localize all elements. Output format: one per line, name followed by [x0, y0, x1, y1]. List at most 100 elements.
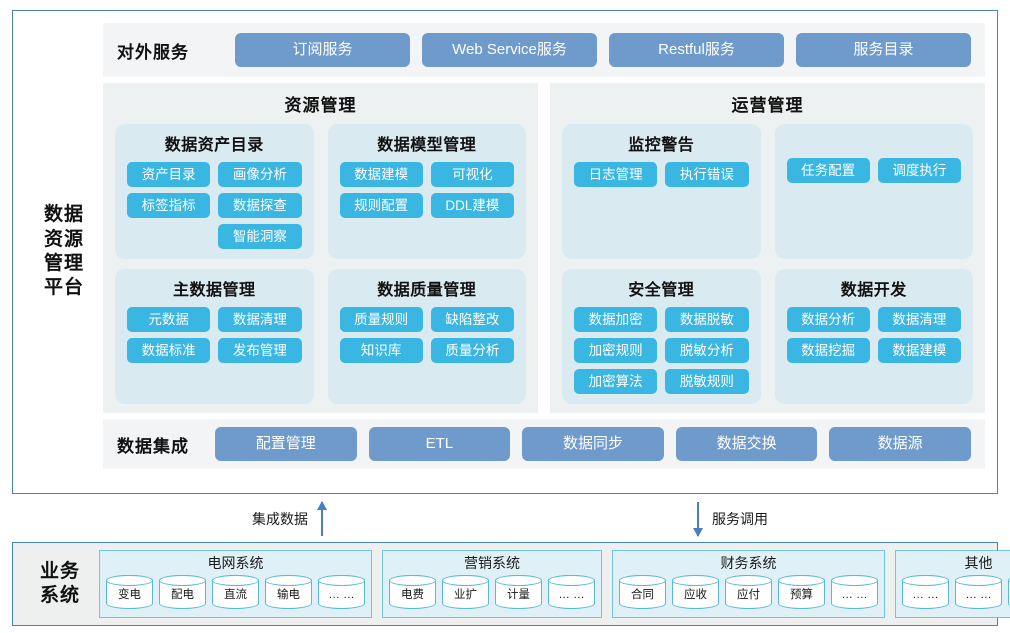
arrow-label: 服务调用	[712, 511, 768, 527]
database-icon[interactable]: 电费	[389, 575, 436, 609]
panel-tag[interactable]: 脱敏规则	[665, 369, 749, 394]
database-icon[interactable]: … …	[548, 575, 595, 609]
business-side-label-line: 业务	[39, 561, 80, 583]
database-icon[interactable]: 变电	[106, 575, 153, 609]
external-service-button[interactable]: 服务目录	[796, 33, 971, 67]
database-icon[interactable]: 配电	[159, 575, 206, 609]
business-system-title: 财务系统	[720, 555, 777, 571]
panel-tag[interactable]: 画像分析	[218, 162, 302, 187]
database-label: … …	[841, 588, 868, 601]
panel-tag[interactable]: 数据清理	[877, 307, 961, 332]
panel-tag[interactable]: 可视化	[430, 162, 514, 187]
panel-tag[interactable]: 缺陷整改	[430, 307, 514, 332]
panel-tag[interactable]: 执行错误	[665, 162, 749, 187]
management-column-title: 资源管理	[284, 96, 357, 115]
database-icon[interactable]: … …	[831, 575, 878, 609]
database-icon[interactable]: … …	[318, 575, 365, 609]
business-system-other[interactable]: 其他 … … … … … …	[895, 550, 1010, 618]
panel-tag[interactable]: 任务配置	[786, 158, 870, 183]
database-icon[interactable]: 计量	[495, 575, 542, 609]
panel-title: 监控警告	[628, 137, 695, 154]
data-integration-button[interactable]: 配置管理	[215, 427, 357, 461]
database-label: 输电	[277, 588, 300, 601]
database-label: 应付	[737, 588, 760, 601]
database-label: 直流	[224, 588, 247, 601]
database-icon[interactable]: 直流	[212, 575, 259, 609]
panel-tag-grid: 数据加密 数据脱敏 加密规则 脱敏分析 加密算法 脱敏规则	[574, 307, 749, 394]
external-service-button[interactable]: Web Service服务	[422, 33, 597, 67]
data-integration-button[interactable]: 数据交换	[675, 427, 818, 461]
business-system-title: 其他	[964, 555, 993, 571]
data-integration-button[interactable]: 数据同步	[522, 427, 664, 461]
panel-tag[interactable]: 数据建模	[877, 338, 961, 363]
panel-tag[interactable]: 脱敏分析	[665, 338, 749, 363]
management-column-operation: 运营管理 监控警告 日志管理 执行错误 任务配置 调度执行	[550, 83, 985, 413]
panel-data-development[interactable]: 数据开发 数据分析 数据清理 数据挖掘 数据建模	[774, 269, 973, 404]
database-icon[interactable]: 应付	[725, 575, 772, 609]
external-service-button[interactable]: Restful服务	[609, 33, 784, 67]
panel-tag[interactable]: DDL建模	[430, 193, 514, 218]
management-area: 资源管理 数据资产目录 资产目录 画像分析 标签指标 数据探查 智能洞察	[103, 83, 985, 413]
panel-tag[interactable]: 加密算法	[574, 369, 658, 394]
panel-tag[interactable]: 质量分析	[430, 338, 514, 363]
database-label: 配电	[171, 588, 194, 601]
database-icon[interactable]: 合同	[619, 575, 666, 609]
panel-tag[interactable]: 加密规则	[574, 338, 658, 363]
database-label: 合同	[631, 588, 654, 601]
panel-tag[interactable]: 数据清理	[218, 307, 302, 332]
platform-side-label-line: 数据	[43, 204, 84, 226]
panel-tag[interactable]: 知识库	[339, 338, 423, 363]
panel-master-data-management[interactable]: 主数据管理 元数据 数据清理 数据标准 发布管理	[115, 269, 314, 404]
panel-tag[interactable]: 规则配置	[339, 193, 423, 218]
panel-data-model-management[interactable]: 数据模型管理 数据建模 可视化 规则配置 DDL建模	[327, 124, 526, 259]
panel-title: 安全管理	[628, 282, 695, 299]
panel-monitoring-alert[interactable]: 监控警告 日志管理 执行错误	[562, 124, 761, 259]
external-service-button[interactable]: 订阅服务	[235, 33, 410, 67]
business-side-label: 业务 系统	[21, 560, 99, 608]
panel-tag[interactable]: 标签指标	[127, 193, 211, 218]
external-services-row: 对外服务 订阅服务 Web Service服务 Restful服务 服务目录	[103, 23, 985, 77]
management-column-title: 运营管理	[731, 96, 804, 115]
panel-tag[interactable]: 调度执行	[877, 158, 961, 183]
panel-title: 数据开发	[840, 282, 907, 299]
panel-tag[interactable]: 质量规则	[339, 307, 423, 332]
panel-tag[interactable]: 数据探查	[218, 193, 302, 218]
data-integration-button[interactable]: 数据源	[829, 427, 971, 461]
business-system-finance[interactable]: 财务系统 合同 应收 应付 预算 … …	[612, 550, 885, 618]
management-column-resource: 资源管理 数据资产目录 资产目录 画像分析 标签指标 数据探查 智能洞察	[103, 83, 538, 413]
data-resource-platform-frame: 数据 资源 管理 平台 对外服务 订阅服务 Web Service服务 Rest…	[12, 10, 998, 494]
panel-task-scheduling[interactable]: 任务配置 调度执行	[774, 124, 973, 259]
data-integration-button[interactable]: ETL	[368, 427, 511, 461]
panel-tag[interactable]: 数据脱敏	[665, 307, 749, 332]
panel-tag[interactable]: 数据标准	[127, 338, 211, 363]
panel-tag-grid: 质量规则 缺陷整改 知识库 质量分析	[339, 307, 514, 363]
panel-tag[interactable]: 数据建模	[339, 162, 423, 187]
panel-data-quality-management[interactable]: 数据质量管理 质量规则 缺陷整改 知识库 质量分析	[327, 269, 526, 404]
panel-tag[interactable]: 数据挖掘	[786, 338, 870, 363]
panel-tag[interactable]: 日志管理	[574, 162, 658, 187]
database-icon[interactable]: 应收	[672, 575, 719, 609]
panel-tag[interactable]: 数据分析	[786, 307, 870, 332]
panel-title: 主数据管理	[172, 282, 256, 299]
platform-side-label-line: 资源	[43, 228, 84, 250]
panel-tag[interactable]: 数据加密	[574, 307, 658, 332]
data-integration-title: 数据集成	[117, 436, 189, 456]
database-icon[interactable]: 业扩	[442, 575, 489, 609]
database-row: 合同 应收 应付 预算 … …	[619, 575, 878, 609]
business-system-grid[interactable]: 电网系统 变电 配电 直流 输电 … …	[99, 550, 372, 618]
database-icon[interactable]: … …	[955, 575, 1002, 609]
management-panel-grid: 数据资产目录 资产目录 画像分析 标签指标 数据探查 智能洞察 数据模型管理 数…	[115, 124, 526, 404]
database-icon[interactable]: 预算	[778, 575, 825, 609]
panel-tag-grid: 元数据 数据清理 数据标准 发布管理	[127, 307, 302, 363]
panel-security-management[interactable]: 安全管理 数据加密 数据脱敏 加密规则 脱敏分析 加密算法 脱敏规则	[562, 269, 761, 404]
panel-tag[interactable]: 元数据	[127, 307, 211, 332]
panel-data-asset-catalog[interactable]: 数据资产目录 资产目录 画像分析 标签指标 数据探查 智能洞察	[115, 124, 314, 259]
database-icon[interactable]: … …	[902, 575, 949, 609]
panel-tag[interactable]: 资产目录	[127, 162, 211, 187]
panel-tag-grid: 数据建模 可视化 规则配置 DDL建模	[339, 162, 514, 218]
database-icon[interactable]: 输电	[265, 575, 312, 609]
business-system-marketing[interactable]: 营销系统 电费 业扩 计量 … …	[382, 550, 602, 618]
panel-tag[interactable]: 智能洞察	[218, 224, 302, 249]
panel-tag[interactable]: 发布管理	[218, 338, 302, 363]
panel-tag-grid: 数据分析 数据清理 数据挖掘 数据建模	[786, 307, 961, 363]
